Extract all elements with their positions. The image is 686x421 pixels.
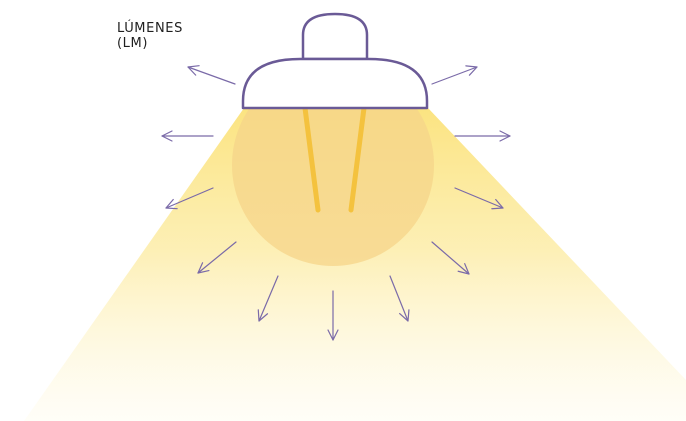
light-ray-arrow-icon — [188, 67, 235, 84]
light-ray-arrow-icon — [432, 67, 477, 84]
lamp-shade-icon — [243, 14, 427, 108]
